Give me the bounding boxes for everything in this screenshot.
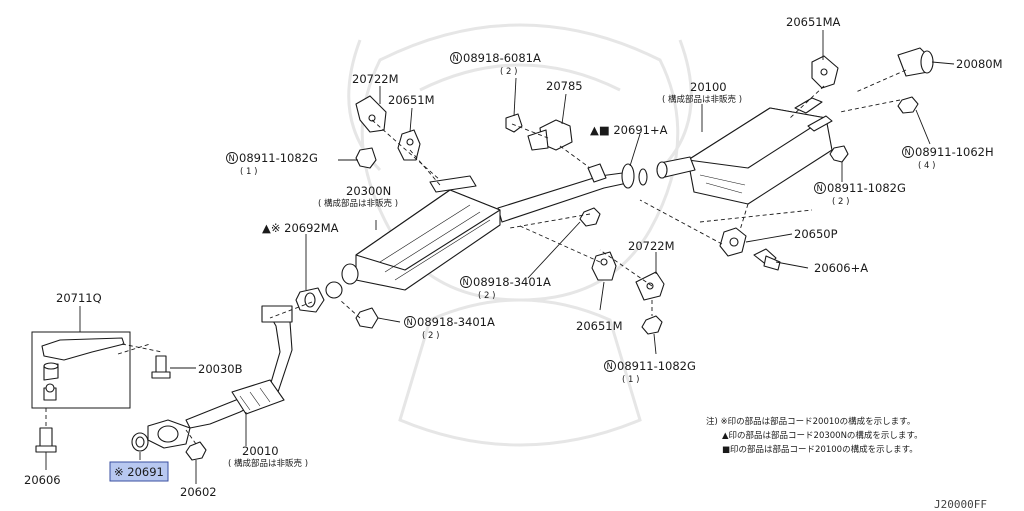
note-line-3: ■印の部品は部品コード20100の構成を示します。 xyxy=(722,444,918,455)
qty-08911-1062H: ( 4 ) xyxy=(918,161,935,171)
label-20722M-mid[interactable]: 20722M xyxy=(628,239,675,253)
callout-labels: 20651MA 20080M 08918-6081A ( 2 ) 20722M … xyxy=(24,15,1003,499)
gasket-20691A[interactable] xyxy=(638,168,648,186)
hanger-bracket-20651MA[interactable] xyxy=(811,55,839,89)
qty-08911-1082G-b: ( 2 ) xyxy=(832,197,849,207)
label-08918-6081A[interactable]: 08918-6081A xyxy=(463,51,541,65)
hanger-20650P[interactable] xyxy=(719,227,747,257)
qty-08911-1082G-a: ( 1 ) xyxy=(240,167,257,177)
gasket-20692MA[interactable] xyxy=(295,281,343,313)
main-muffler[interactable] xyxy=(656,97,833,205)
label-20030B[interactable]: 20030B xyxy=(198,362,243,376)
front-exhaust-pipe[interactable] xyxy=(147,305,293,449)
sublabel-20100: ( 構成部品は非販売 ) xyxy=(662,94,742,105)
bolt-20606[interactable] xyxy=(35,427,57,453)
label-20650P[interactable]: 20650P xyxy=(794,227,838,241)
center-pipe[interactable] xyxy=(497,163,647,223)
qty-08918-3401A-b: ( 2 ) xyxy=(422,331,439,341)
bracket-20722M-top[interactable] xyxy=(355,95,387,133)
note-line-2: ▲印の部品は部品コード20300Nの構成を示します。 xyxy=(722,430,923,441)
highlight-20691 xyxy=(109,461,169,482)
leader-lines xyxy=(45,30,955,484)
label-08918-3401A-b[interactable]: 08918-3401A xyxy=(417,315,495,329)
label-20010[interactable]: 20010 xyxy=(242,444,279,458)
n-glyph: N xyxy=(905,148,911,158)
label-20651MA[interactable]: 20651MA xyxy=(786,15,841,29)
note-line-1: 注) ※印の部品は部品コード20010の構成を示します。 xyxy=(706,416,915,427)
bracket-20722M-mid[interactable] xyxy=(635,271,665,301)
nut-mid xyxy=(355,207,663,335)
n-glyph: N xyxy=(407,318,413,328)
nut-top xyxy=(355,113,849,169)
label-20711Q[interactable]: 20711Q xyxy=(56,291,102,305)
n-glyph: N xyxy=(229,154,235,164)
watermark-emblem xyxy=(347,23,693,447)
label-20300N[interactable]: 20300N xyxy=(346,184,391,198)
tail-pipe-tip[interactable] xyxy=(897,47,934,77)
label-20722M-top[interactable]: 20722M xyxy=(352,72,399,86)
rubber-mount-20651M-mid[interactable] xyxy=(591,251,617,281)
qty-08918-6081A: ( 2 ) xyxy=(500,67,517,77)
pre-muffler[interactable] xyxy=(341,175,501,291)
label-08911-1062H[interactable]: 08911-1062H xyxy=(915,145,994,159)
label-08911-1082G-a[interactable]: 08911-1082G xyxy=(239,151,318,165)
sublabel-20010: ( 構成部品は非販売 ) xyxy=(228,458,308,469)
legend-notes: 注) ※印の部品は部品コード20010の構成を示します。 ▲印の部品は部品コード… xyxy=(706,416,923,455)
n-glyph: N xyxy=(463,278,469,288)
label-20785[interactable]: 20785 xyxy=(546,79,583,93)
n-glyph: N xyxy=(817,184,823,194)
label-20100[interactable]: 20100 xyxy=(690,80,727,94)
label-08918-3401A-a[interactable]: 08918-3401A xyxy=(473,275,551,289)
qty-08918-3401A-a: ( 2 ) xyxy=(478,291,495,301)
circled-n-markers: N N N N N N N xyxy=(226,52,914,372)
rubber-mount-20651M-top[interactable] xyxy=(397,129,421,161)
label-08911-1082G-b[interactable]: 08911-1082G xyxy=(827,181,906,195)
label-20080M[interactable]: 20080M xyxy=(956,57,1003,71)
bolt-20606A[interactable] xyxy=(753,248,781,271)
label-20651M-top[interactable]: 20651M xyxy=(388,93,435,107)
label-20606[interactable]: 20606 xyxy=(24,473,61,487)
label-20692MA[interactable]: ▲※ 20692MA xyxy=(262,221,339,235)
label-20606A[interactable]: 20606+A xyxy=(814,261,868,275)
detail-box-20711Q xyxy=(31,331,131,409)
sublabel-20300N: ( 構成部品は非販売 ) xyxy=(318,198,398,209)
label-20691A[interactable]: ▲■ 20691+A xyxy=(590,123,668,137)
hanger-20785[interactable] xyxy=(527,119,573,151)
n-glyph: N xyxy=(607,362,613,372)
label-20651M-mid[interactable]: 20651M xyxy=(576,319,623,333)
n-glyph: N xyxy=(453,54,459,64)
alignment-lines xyxy=(45,69,907,445)
label-20602[interactable]: 20602 xyxy=(180,485,217,499)
nut-20080M-area xyxy=(897,96,919,114)
bolt-20030B[interactable] xyxy=(151,355,171,379)
diagram-code: J20000FF xyxy=(934,498,987,511)
gasket-20691[interactable] xyxy=(131,432,149,452)
label-08911-1082G-c[interactable]: 08911-1082G xyxy=(617,359,696,373)
label-20691[interactable]: ※ 20691 xyxy=(114,465,164,479)
qty-08911-1082G-c: ( 1 ) xyxy=(622,375,639,385)
nut-20602[interactable] xyxy=(185,441,207,461)
